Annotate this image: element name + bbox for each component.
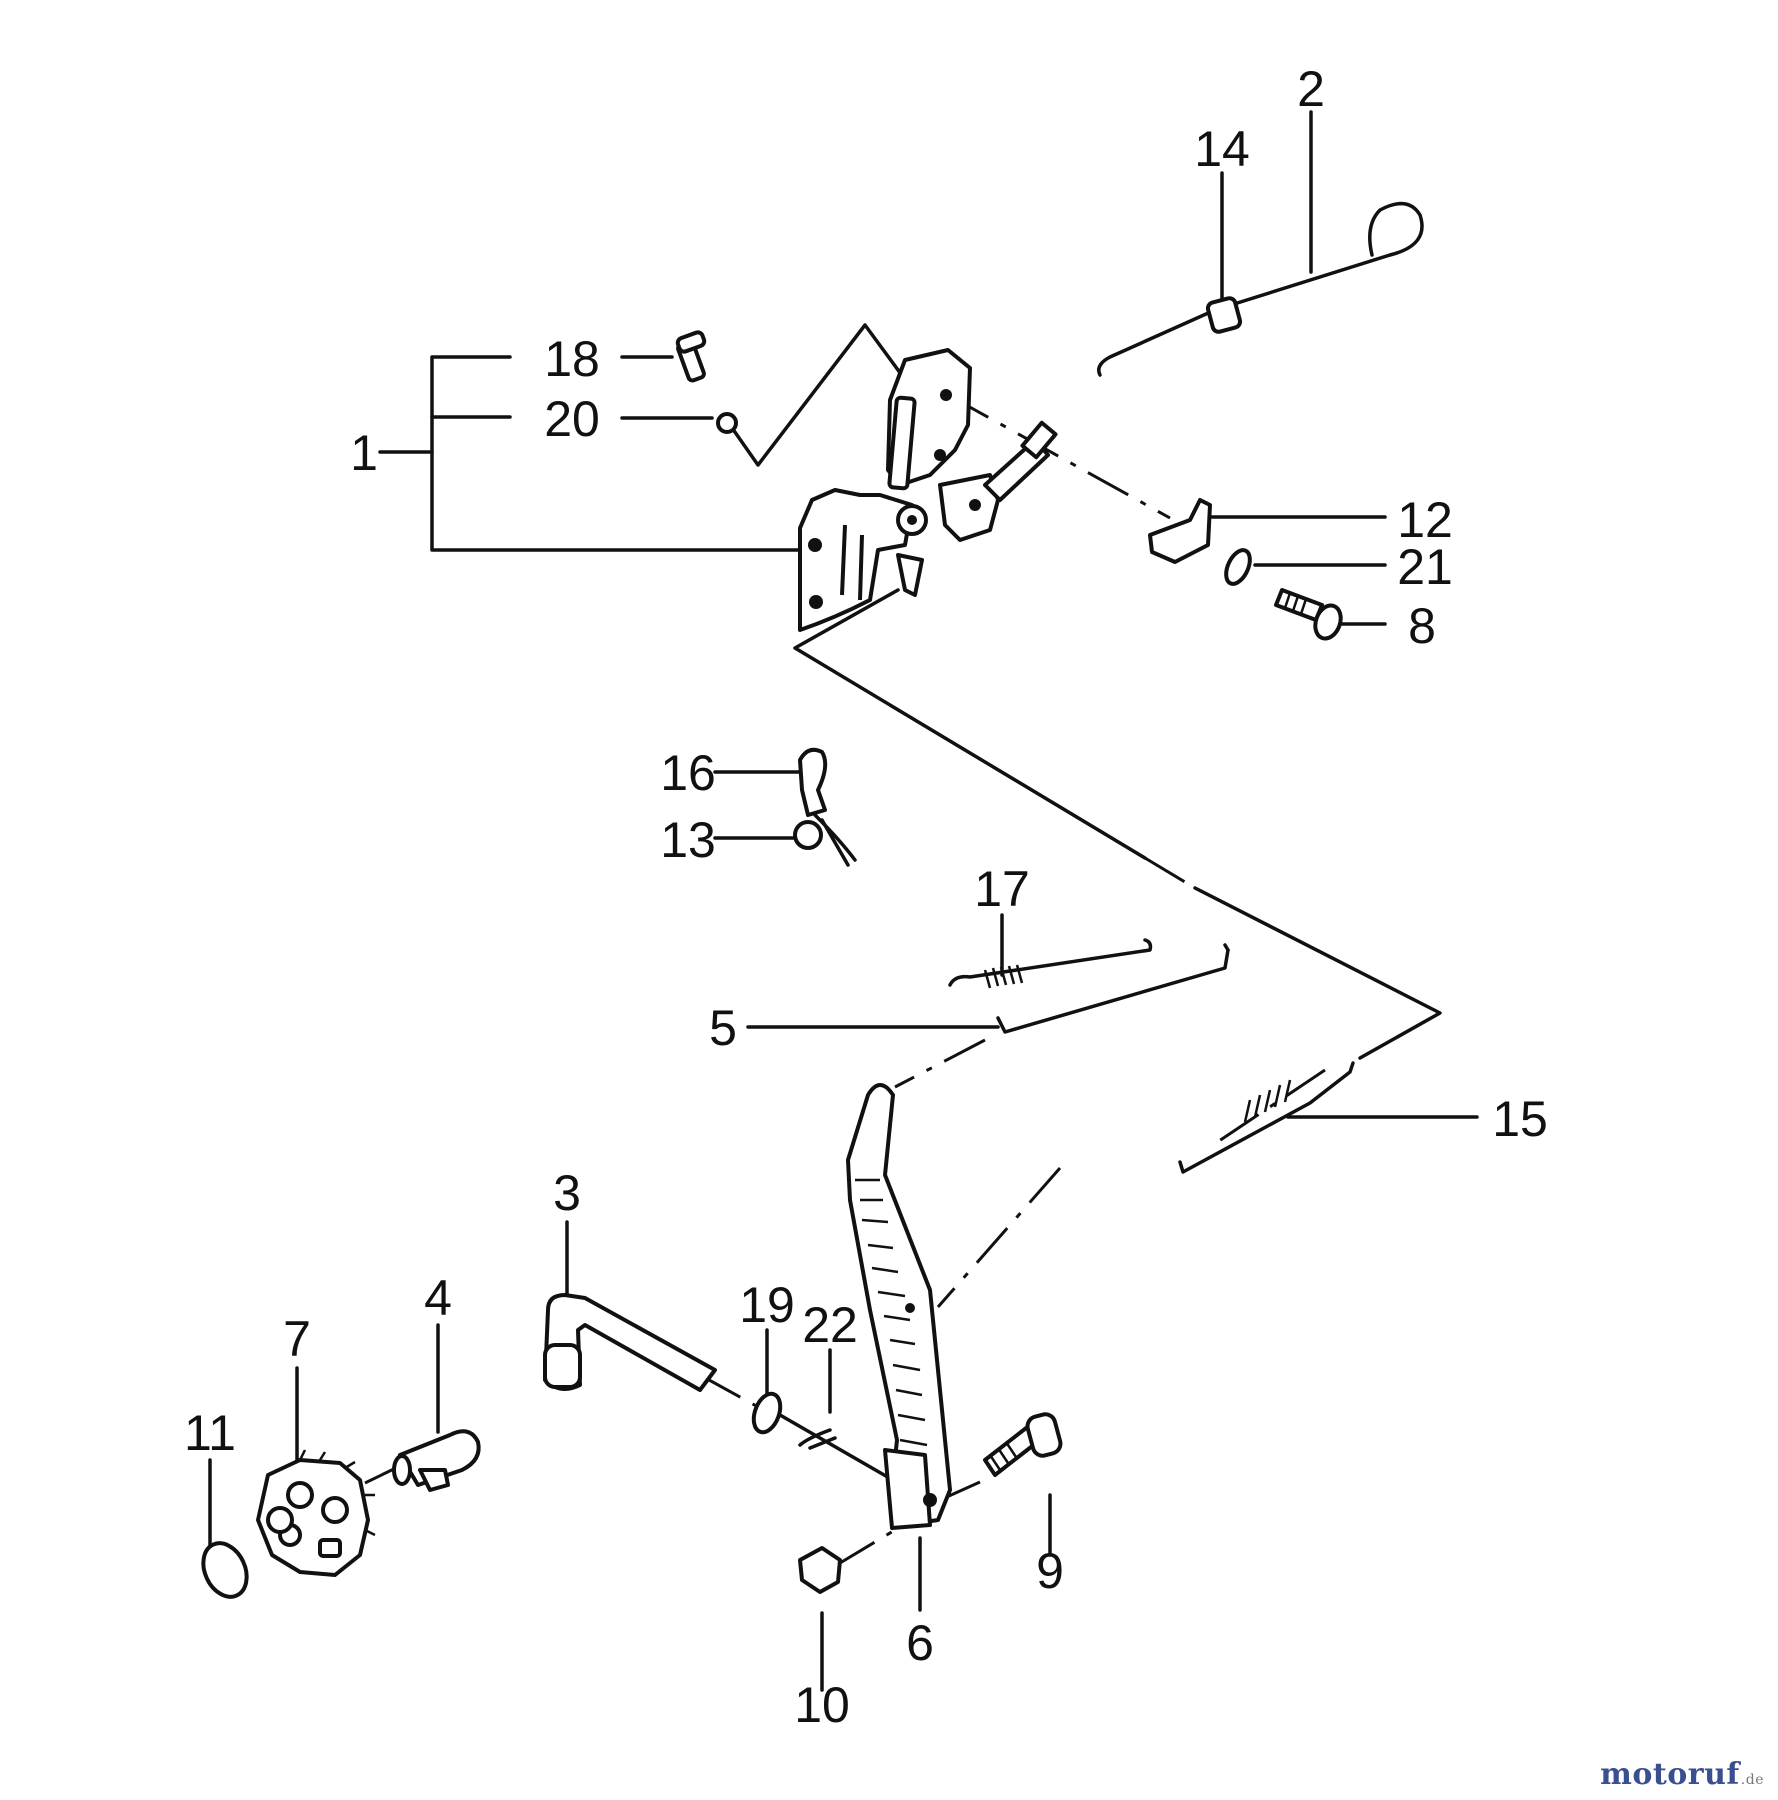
callout-18: 18 [544, 331, 600, 387]
callout-16: 16 [660, 745, 716, 801]
callout-5: 5 [709, 1000, 737, 1056]
pin-22-drawing [798, 1428, 837, 1450]
callout-7: 7 [283, 1311, 311, 1367]
callout-2: 2 [1297, 61, 1325, 117]
watermark-logo: motoruf.de [1600, 1757, 1764, 1792]
callout-19: 19 [739, 1277, 795, 1333]
callout-6: 6 [906, 1615, 934, 1671]
spring-17-drawing [948, 938, 1230, 989]
callout-17: 17 [974, 861, 1030, 917]
callout-11: 11 [184, 1405, 236, 1461]
callout-13: 13 [660, 812, 716, 868]
callout-8: 8 [1408, 598, 1436, 654]
callout-21: 21 [1397, 539, 1453, 595]
callout-14: 14 [1194, 121, 1250, 177]
callout-9: 9 [1036, 1543, 1064, 1599]
washer-21-drawing [1224, 548, 1252, 586]
parts [201, 201, 1424, 1599]
washer-11-drawing [201, 1541, 249, 1599]
callout-labels: 1 2 3 4 5 6 7 8 9 10 11 12 13 14 15 16 1… [184, 61, 1548, 1733]
watermark-suffix: .de [1740, 1772, 1764, 1788]
callout-20: 20 [544, 391, 600, 447]
callout-4: 4 [424, 1270, 452, 1326]
clip-12-drawing [1148, 498, 1212, 564]
callout-1: 1 [350, 425, 378, 481]
knob-7-drawing [256, 1449, 376, 1577]
bolt-4-drawing [392, 1429, 481, 1492]
rod-3-drawing [543, 1293, 717, 1392]
bolt-9-drawing [983, 1412, 1063, 1477]
callout-12: 12 [1397, 492, 1453, 548]
spring-15-drawing [1243, 1079, 1292, 1123]
control-bracket-drawing [798, 348, 1058, 632]
lever-6-drawing [846, 1083, 952, 1530]
cable-clip-16-13-drawing [793, 747, 857, 867]
washer-19-drawing [751, 1391, 783, 1435]
leader-lines [208, 110, 1479, 1692]
nut-20-drawing [716, 412, 738, 434]
bolt-18-drawing [675, 330, 707, 383]
screw-8-drawing [1274, 588, 1343, 641]
nut-10-drawing [798, 1546, 842, 1594]
callout-15: 15 [1492, 1091, 1548, 1147]
callout-10: 10 [794, 1677, 850, 1733]
watermark-brand: motoruf [1600, 1757, 1740, 1792]
callout-22: 22 [802, 1297, 858, 1353]
rod-2-drawing [1097, 201, 1424, 377]
callout-3: 3 [553, 1165, 581, 1221]
